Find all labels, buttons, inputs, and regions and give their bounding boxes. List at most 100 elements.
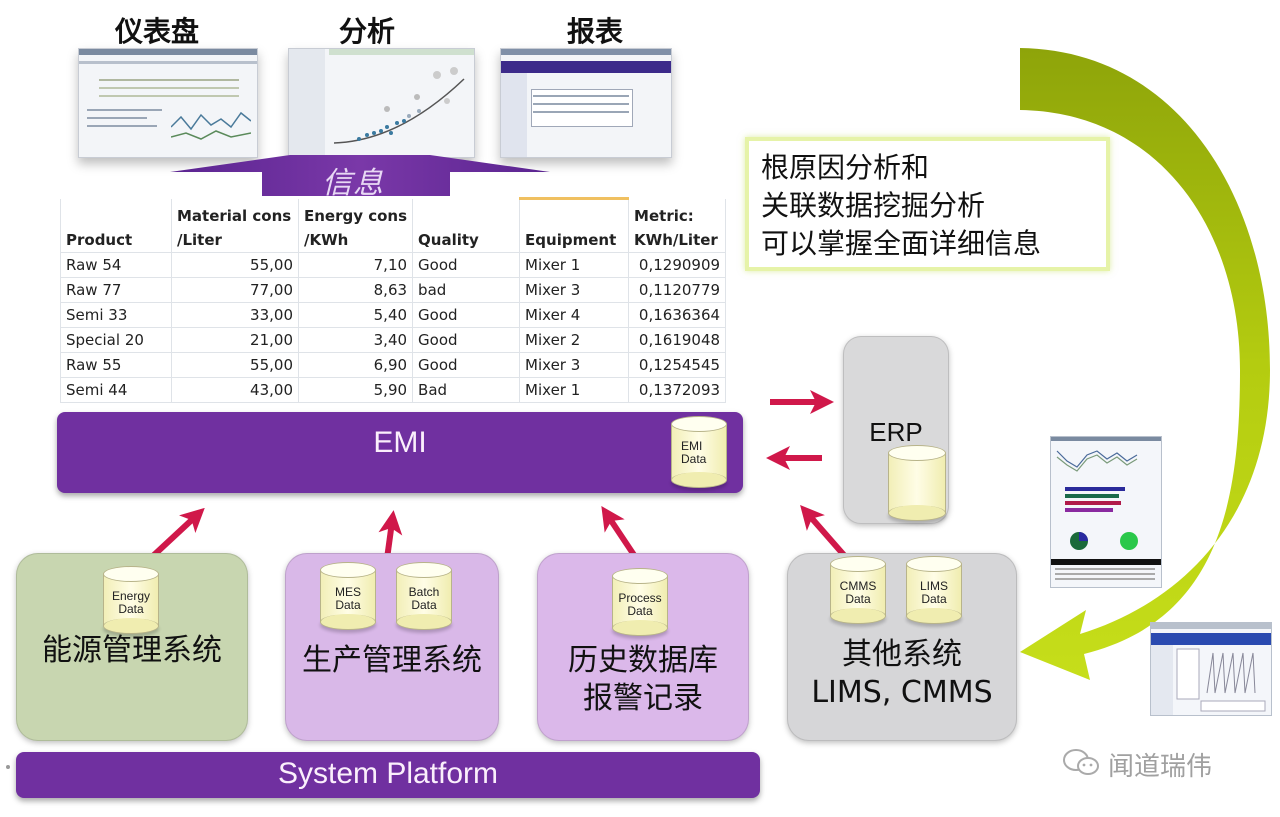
table-cell: Good <box>412 252 521 278</box>
header-text: Metric: <box>634 207 694 225</box>
table-cell: 7,10 <box>298 252 414 278</box>
header-text: Energy cons <box>304 207 408 225</box>
data-table: Product Material cons/Liter Energy cons /… <box>60 197 727 403</box>
scatter-plot-icon <box>333 67 465 144</box>
analysis-title: 分析 <box>338 15 395 48</box>
system-label: 报警记录 <box>583 681 703 716</box>
table-cell: Raw 77 <box>60 277 172 303</box>
db-label: Data <box>845 592 871 606</box>
table-cell: 0,1120779 <box>628 277 727 303</box>
report-title: 报表 <box>566 15 623 48</box>
report-mini-thumbnail <box>1150 622 1272 716</box>
table-cell: Semi 44 <box>60 377 172 403</box>
table-cell: 0,1254545 <box>628 352 727 378</box>
table-cell: Raw 54 <box>60 252 172 278</box>
callout-line: 根原因分析和 <box>761 151 930 184</box>
header-text: KWh/Liter <box>634 231 718 249</box>
db-label: Data <box>118 602 144 616</box>
system-label: 生产管理系统 <box>302 643 482 678</box>
db-label: LIMS <box>919 579 948 593</box>
db-label: EMI <box>681 439 703 453</box>
db-label: Data <box>627 604 653 618</box>
table-cell: 43,00 <box>171 377 299 403</box>
table-header-row: Product Material cons/Liter Energy cons /… <box>60 197 727 253</box>
table-cell: 0,1619048 <box>628 327 727 353</box>
table-cell: 21,00 <box>171 327 299 353</box>
info-label: 信息 <box>322 166 384 201</box>
system-label: LIMS, CMMS <box>811 675 993 710</box>
table-cell: 33,00 <box>171 302 299 328</box>
db-label: Data <box>921 592 947 606</box>
table-cell: Good <box>412 327 521 353</box>
erp-database-icon <box>888 445 946 521</box>
header-metric: Metric: KWh/Liter <box>628 198 727 253</box>
header-text: Material cons <box>177 207 292 225</box>
table-cell: 77,00 <box>171 277 299 303</box>
db-label: MES <box>334 585 361 599</box>
db-label: Batch <box>408 585 440 599</box>
table-cell: Special 20 <box>60 327 172 353</box>
table-cell: 55,00 <box>171 252 299 278</box>
dashboard-thumbnail <box>78 48 258 158</box>
erp-box: ERP <box>843 336 949 524</box>
table-cell: Good <box>412 352 521 378</box>
callout-line: 可以掌握全面详细信息 <box>761 227 1042 260</box>
table-cell: 0,1290909 <box>628 252 727 278</box>
platform-label: System Platform <box>277 757 499 790</box>
table-cell: Mixer 3 <box>519 352 630 378</box>
dashboard-title: 仪表盘 <box>114 15 199 48</box>
mini-report-icon <box>1151 623 1271 715</box>
table-cell: Mixer 2 <box>519 327 630 353</box>
table-cell: Raw 55 <box>60 352 172 378</box>
table-cell: Mixer 1 <box>519 377 630 403</box>
erp-label: ERP <box>869 417 923 447</box>
table-cell: bad <box>412 277 521 303</box>
table-cell: Mixer 4 <box>519 302 630 328</box>
table-cell: 5,40 <box>298 302 414 328</box>
db-label: CMMS <box>839 579 877 593</box>
header-product: Product <box>60 198 172 253</box>
wechat-icon <box>1063 749 1099 775</box>
table-cell: Good <box>412 302 521 328</box>
db-label: Data <box>681 452 707 466</box>
header-text: /KWh <box>304 231 349 249</box>
mini-chart-icon <box>1051 437 1161 580</box>
callout-box: 根原因分析和 关联数据挖掘分析 可以掌握全面详细信息 <box>745 137 1110 271</box>
db-label: Data <box>335 598 361 612</box>
dot-marker <box>6 765 10 769</box>
callout-line: 关联数据挖掘分析 <box>761 189 986 222</box>
table-cell: 0,1372093 <box>628 377 727 403</box>
system-label: 其他系统 <box>842 637 962 672</box>
header-text: Equipment <box>525 231 617 249</box>
header-material: Material cons/Liter <box>171 198 299 253</box>
db-label: Energy <box>111 589 151 603</box>
system-label: 历史数据库 <box>568 643 718 678</box>
cycle-arrow-icon <box>1020 48 1270 680</box>
db-label: Process <box>618 591 662 605</box>
analysis-thumbnail <box>288 48 475 158</box>
header-text: /Liter <box>177 231 222 249</box>
db-label: Data <box>411 598 437 612</box>
table-cell: Bad <box>412 377 521 403</box>
system-label: 能源管理系统 <box>42 633 222 668</box>
table-cell: 3,40 <box>298 327 414 353</box>
table-cell: Semi 33 <box>60 302 172 328</box>
table-cell: Mixer 3 <box>519 277 630 303</box>
table-cell: 55,00 <box>171 352 299 378</box>
header-equipment: Equipment <box>519 197 630 253</box>
